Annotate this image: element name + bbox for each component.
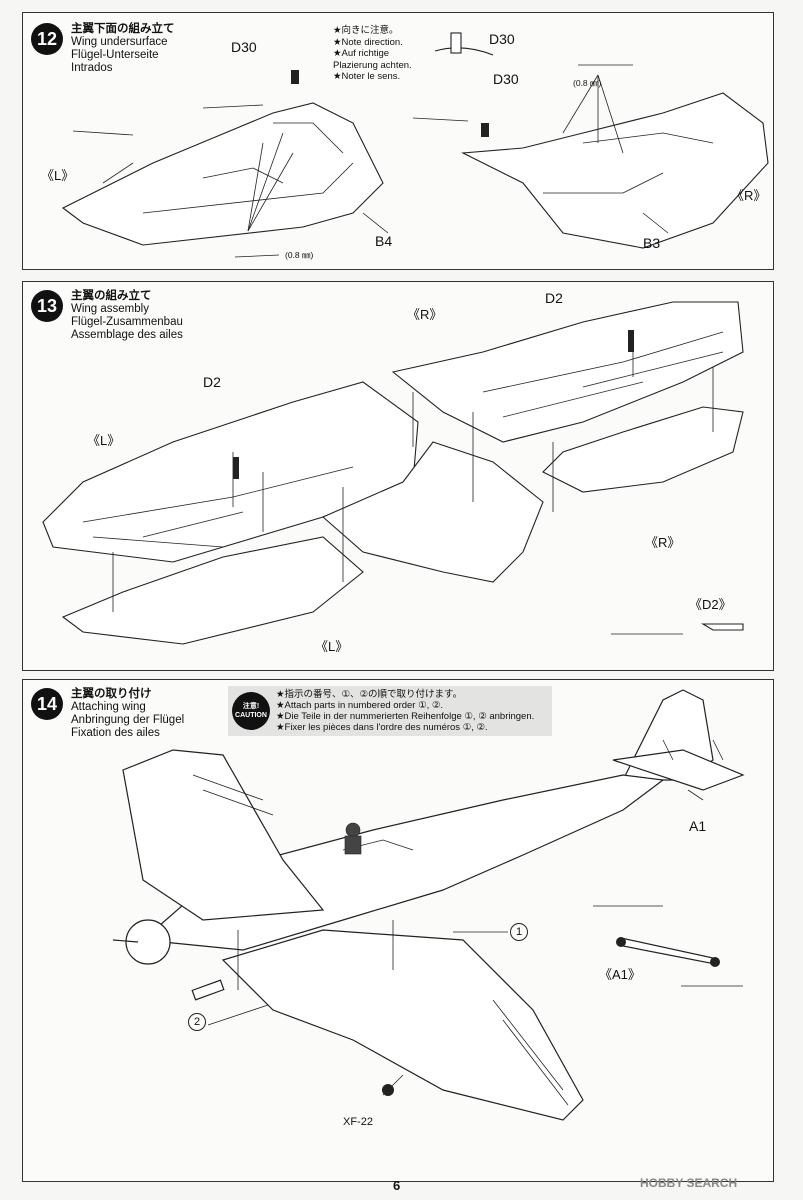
left-side-label: 《L》 <box>41 168 75 183</box>
part-d30-top: D30 <box>489 31 515 47</box>
step-14-panel: 14 主翼の取り付け Attaching wing Anbringung der… <box>22 679 774 1182</box>
caution-badge: 注意! CAUTION <box>232 692 270 730</box>
note-line: ★Note direction. <box>333 36 403 48</box>
part-b4: B4 <box>375 233 393 249</box>
drill-size-left: (0.8 ㎜) <box>285 250 314 260</box>
left-wing-upper <box>42 381 419 563</box>
step-14-drawing <box>112 689 745 1121</box>
order-marker-2: 2 <box>188 1013 206 1031</box>
step-number: 13 <box>31 290 63 322</box>
direction-note: ★向きに注意。 ★Note direction. ★Auf richtige P… <box>333 25 412 83</box>
step-14-header: 14 主翼の取り付け Attaching wing Anbringung der… <box>31 688 184 740</box>
step-12-drawing <box>61 32 769 258</box>
part-d30-left: D30 <box>231 39 257 55</box>
left-wing-lower <box>61 536 364 645</box>
watermark: HOBBY SEARCH <box>640 1176 738 1190</box>
upper-wing <box>122 749 325 921</box>
part-a1: A1 <box>689 818 707 834</box>
title-fr: Assemblage des ailes <box>71 329 183 341</box>
step-number: 14 <box>31 688 63 720</box>
title-jp: 主翼の取り付け <box>71 688 152 700</box>
order-number: 2 <box>188 1013 206 1031</box>
page-number: 6 <box>393 1178 401 1193</box>
caution-text: ★指示の番号、①、②の順で取り付けます。 ★Attach parts in nu… <box>276 689 534 733</box>
part-d30-right: D30 <box>493 71 519 87</box>
title-jp: 主翼の組み立て <box>71 290 152 302</box>
step-number: 12 <box>31 23 63 55</box>
note-line: ★Noter le sens. <box>333 71 401 82</box>
right-wing-underside <box>460 92 769 249</box>
title-en: Attaching wing <box>71 701 146 713</box>
step-13-panel: 13 主翼の組み立て Wing assembly Flügel-Zusammen… <box>22 281 774 671</box>
right-wing-label: 《R》 <box>407 307 443 322</box>
left-lower-label: 《L》 <box>315 639 349 654</box>
right-lower-label: 《R》 <box>645 535 681 550</box>
right-wing-lower <box>542 406 744 493</box>
caution-line: ★Attach parts in numbered order ①, ②. <box>276 700 444 711</box>
step-titles: 主翼の取り付け Attaching wing Anbringung der Fl… <box>71 688 184 740</box>
order-number: 1 <box>510 923 528 941</box>
step-13-drawing <box>42 301 744 645</box>
title-de: Flügel-Unterseite <box>71 49 159 61</box>
caution-line: ★指示の番号、①、②の順で取り付けます。 <box>276 689 463 700</box>
title-fr: Intrados <box>71 62 113 74</box>
step-13-header: 13 主翼の組み立て Wing assembly Flügel-Zusammen… <box>31 290 183 342</box>
left-wing-label: 《L》 <box>87 433 121 448</box>
title-en: Wing undersurface <box>71 36 168 48</box>
step-titles: 主翼下面の組み立て Wing undersurface Flügel-Unter… <box>71 23 175 75</box>
paint-xf22: XF-22 <box>343 1116 373 1128</box>
d2-detail-label: 《D2》 <box>689 597 732 612</box>
right-side-label: 《R》 <box>731 188 767 203</box>
step-12-panel: 12 主翼下面の組み立て Wing undersurface Flügel-Un… <box>22 12 774 270</box>
note-line: ★Auf richtige <box>333 48 390 59</box>
title-en: Wing assembly <box>71 303 149 315</box>
caution-jp: 注意! <box>242 703 260 710</box>
part-d2-right: D2 <box>545 290 563 306</box>
caution-box: 注意! CAUTION ★指示の番号、①、②の順で取り付けます。 ★Attach… <box>228 686 552 736</box>
title-jp: 主翼下面の組み立て <box>71 23 175 35</box>
note-line: Plazierung achten. <box>333 59 412 71</box>
right-wing-upper <box>391 301 744 443</box>
caution-line: ★Fixer les pièces dans l'ordre des numér… <box>276 722 488 733</box>
a1-detail-label: 《A1》 <box>599 967 641 982</box>
step-12-header: 12 主翼下面の組み立て Wing undersurface Flügel-Un… <box>31 23 175 75</box>
wing-center-section <box>321 441 544 583</box>
part-b3: B3 <box>643 235 661 251</box>
title-fr: Fixation des ailes <box>71 727 160 739</box>
caution-en: CAUTION <box>235 712 267 719</box>
note-line: ★向きに注意。 <box>333 25 399 36</box>
title-de: Anbringung der Flügel <box>71 714 185 726</box>
title-de: Flügel-Zusammenbau <box>71 316 183 328</box>
step-titles: 主翼の組み立て Wing assembly Flügel-Zusammenbau… <box>71 290 183 342</box>
lower-wing <box>221 929 584 1121</box>
drill-size-right: (0.8 ㎜) <box>573 78 602 88</box>
order-marker-1: 1 <box>510 923 528 941</box>
caution-line: ★Die Teile in der nummerierten Reihenfol… <box>276 711 535 722</box>
part-d2-left: D2 <box>203 374 221 390</box>
